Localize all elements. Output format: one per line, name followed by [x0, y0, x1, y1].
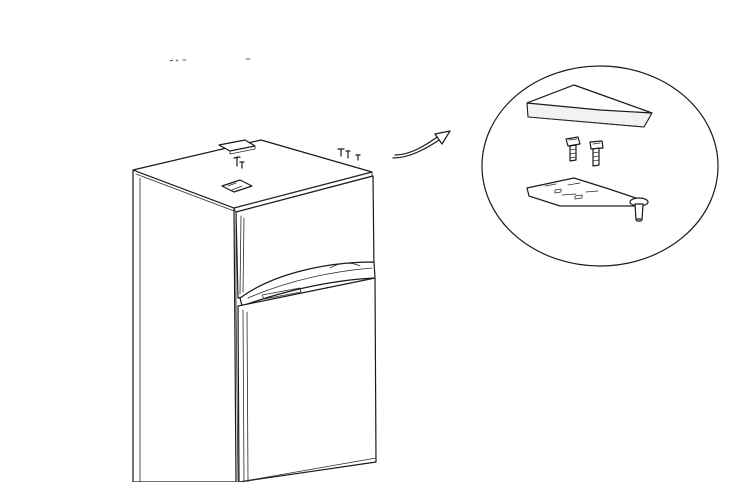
hinge-screw-icon [565, 136, 581, 162]
fridge-rear-screws [337, 148, 361, 161]
fridge-side-panel [132, 169, 237, 482]
fridge-hinge-bracket [221, 179, 253, 193]
hinge-cover-detail [526, 84, 653, 128]
fridge-door [237, 277, 377, 482]
arrow-icon [392, 130, 451, 159]
zoom-circle [481, 65, 719, 267]
scan-marks [169, 58, 251, 62]
fridge-top-screws [233, 156, 245, 169]
hinge-bracket-detail [526, 177, 649, 222]
refrigerator [132, 139, 377, 482]
hinge-screw-icon [589, 140, 604, 167]
